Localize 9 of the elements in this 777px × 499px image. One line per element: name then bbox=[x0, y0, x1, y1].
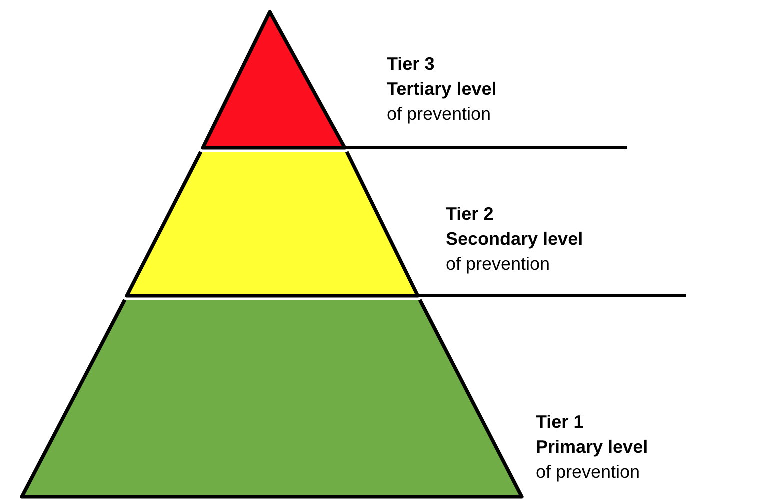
tier-number: Tier 2 bbox=[446, 203, 494, 226]
tier-number: Tier 3 bbox=[387, 53, 435, 76]
level-name: Secondary level bbox=[446, 228, 584, 251]
level-description: of prevention bbox=[446, 253, 550, 276]
level-name: Primary level bbox=[536, 436, 648, 459]
level-description: of prevention bbox=[536, 461, 640, 484]
level-description: of prevention bbox=[387, 103, 492, 126]
tier-number: Tier 1 bbox=[536, 411, 584, 434]
level-name: Tertiary level bbox=[387, 78, 497, 101]
